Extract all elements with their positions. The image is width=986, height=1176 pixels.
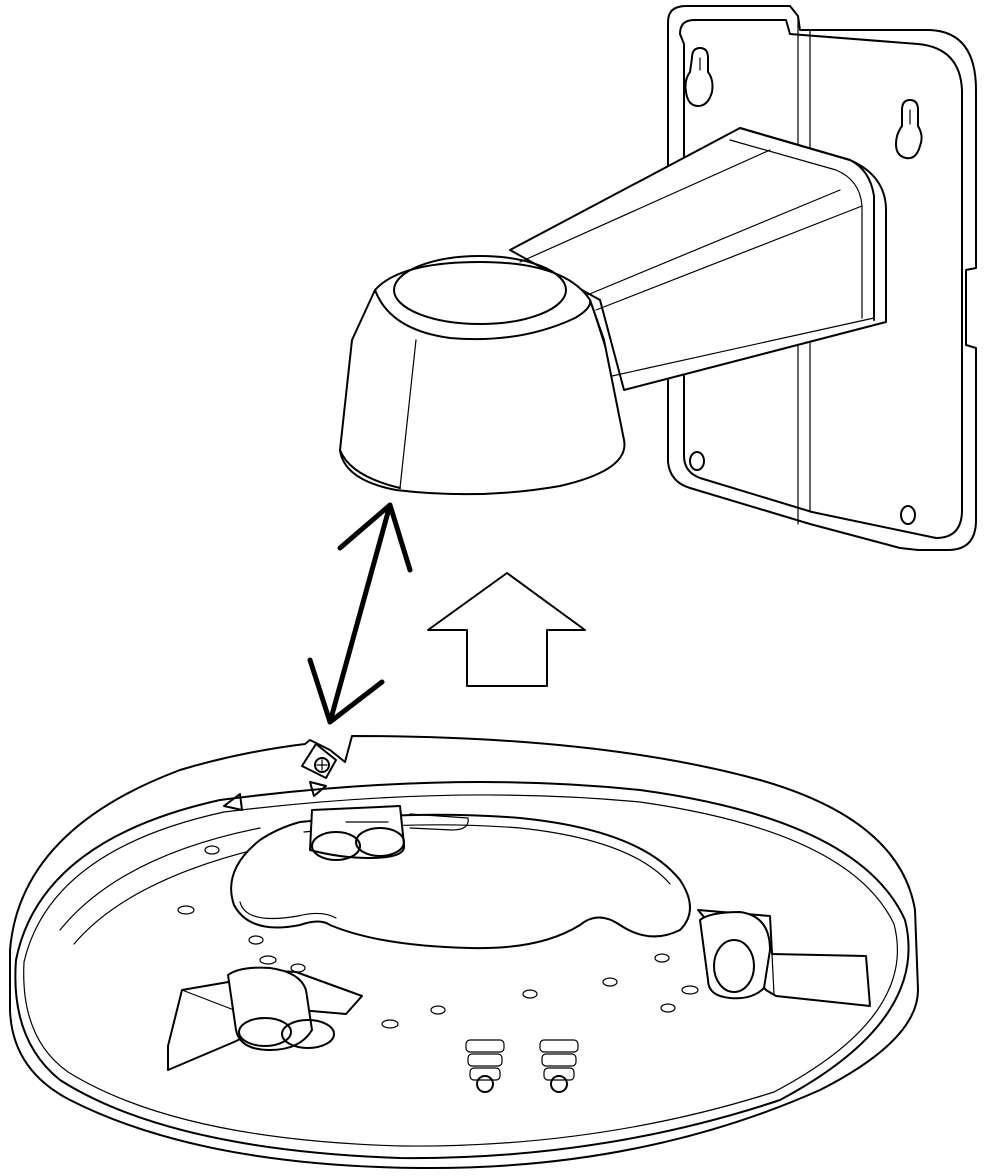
bracket-dome <box>339 255 626 496</box>
upward-arrow <box>427 572 586 687</box>
mount-plate <box>9 735 919 1170</box>
screw-hole-lower-left <box>689 451 705 471</box>
alignment-triangle <box>223 743 337 811</box>
plate-mounting-holes <box>177 845 699 1029</box>
keyhole-top-left <box>684 47 714 107</box>
plate-latch-top <box>309 805 469 861</box>
wall-bracket <box>339 5 977 551</box>
screw-hole-lower-right <box>900 505 916 525</box>
double-headed-arrow <box>307 502 413 725</box>
keyhole-top-right <box>895 99 923 160</box>
plate-inner-rim <box>14 781 910 1160</box>
plate-screw-terminals <box>465 1039 579 1093</box>
plate-latch-left <box>167 966 363 1071</box>
plate-latch-right <box>697 909 871 1007</box>
dome-top-cap <box>393 255 567 325</box>
bracket-arm <box>509 127 887 391</box>
